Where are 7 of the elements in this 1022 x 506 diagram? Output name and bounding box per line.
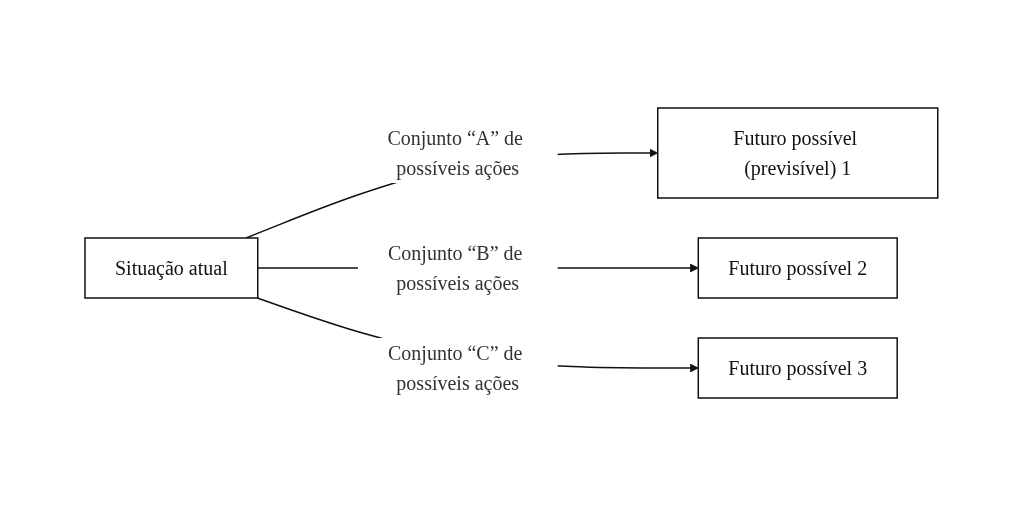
edge-label: Conjunto “A” de possíveis ações: [387, 127, 523, 179]
node-box: Situação atual: [83, 237, 259, 299]
node-box: Futuro possível (previsível) 1: [656, 107, 939, 199]
edge-label: Conjunto “B” de possíveis ações: [387, 242, 523, 294]
edge-label: Conjunto “C” de possíveis ações: [387, 342, 523, 394]
node-box: Futuro possível 3: [697, 337, 898, 399]
node-box: Futuro possível 2: [697, 237, 898, 299]
